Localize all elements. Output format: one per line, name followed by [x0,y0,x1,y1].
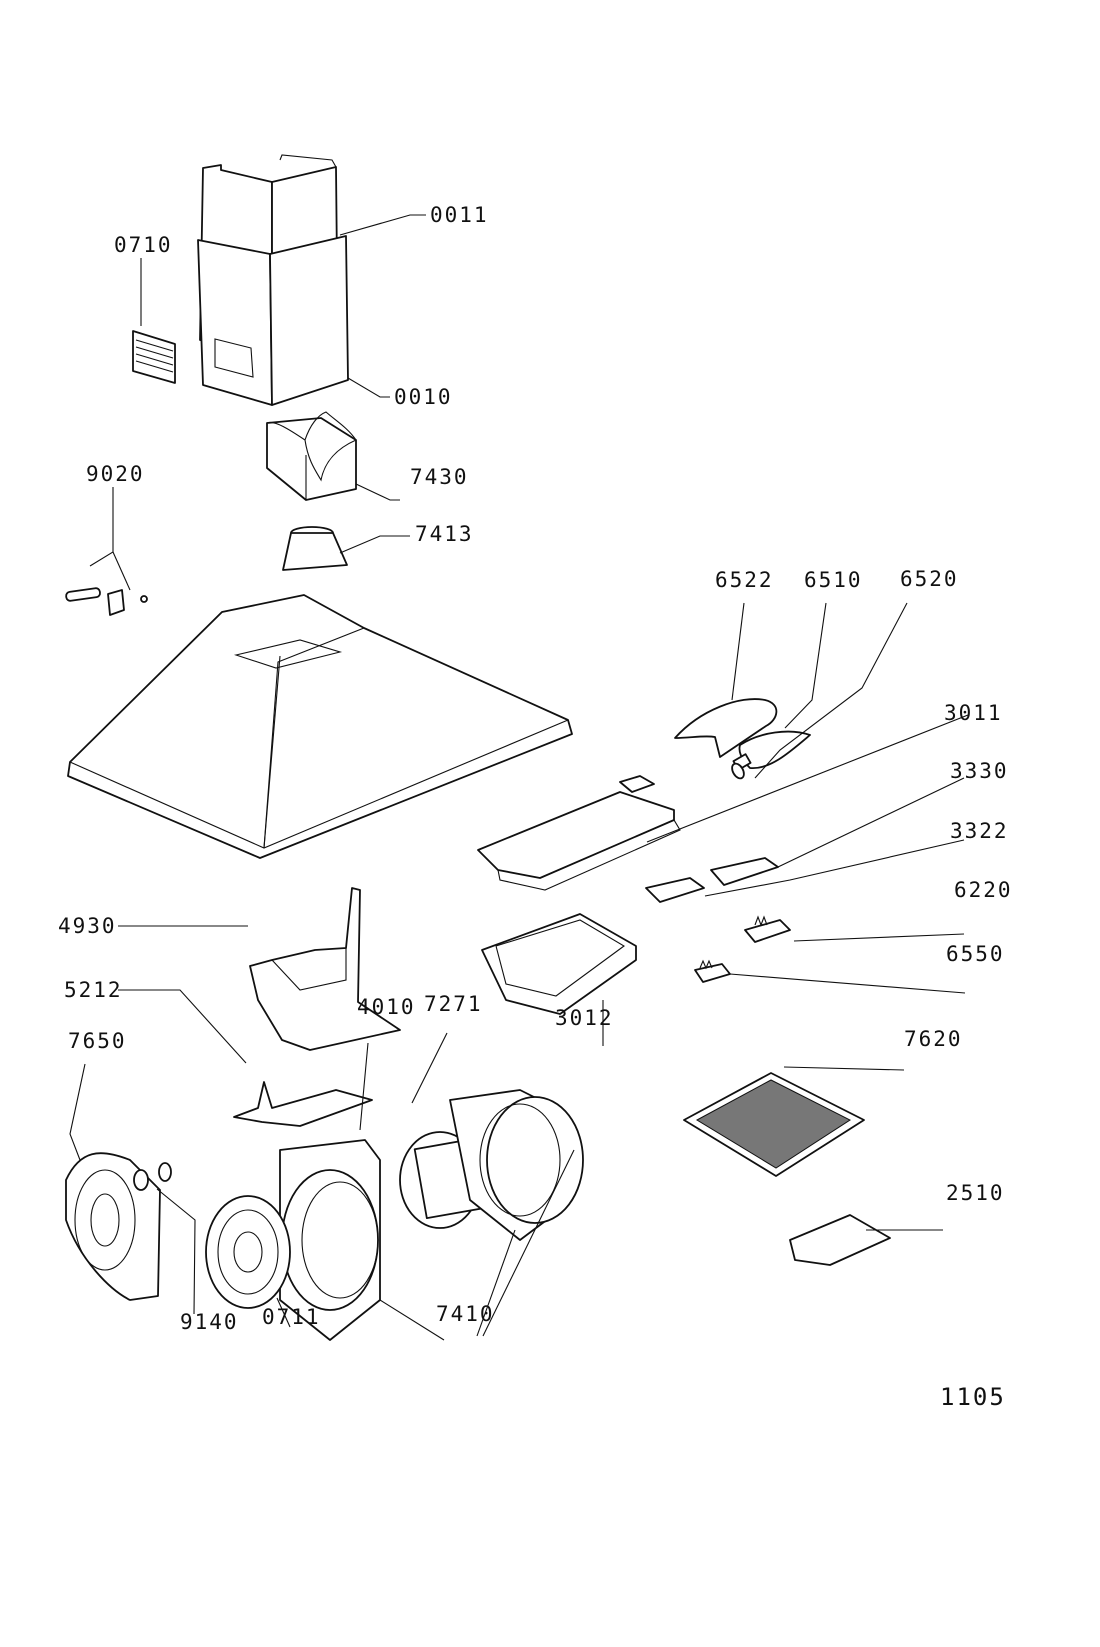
label-7430: 7430 [410,465,469,489]
label-3322: 3322 [950,819,1009,843]
part-labels: 0011 0710 0010 7430 9020 7413 6522 6510 … [58,203,1013,1411]
part-caps [133,1162,172,1191]
label-7413: 7413 [415,522,474,546]
label-4010: 4010 [357,995,416,1019]
label-6510: 6510 [804,568,863,592]
part-inlet-grille [205,1195,291,1309]
leader-lines [69,214,969,1341]
part-chimney [197,154,349,406]
label-5212: 5212 [64,978,123,1002]
label-0711: 0711 [262,1305,321,1329]
part-switch-cover [710,857,779,886]
label-7620: 7620 [904,1027,963,1051]
label-6520: 6520 [900,567,959,591]
label-9020: 9020 [86,462,145,486]
label-3330: 3330 [950,759,1009,783]
part-filter-handle [789,1214,891,1266]
part-switch [744,915,791,943]
label-0710: 0710 [114,233,173,257]
label-6550: 6550 [946,942,1005,966]
part-control-panel-upper [477,775,681,891]
part-blower-housing [279,1089,584,1341]
label-7271: 7271 [424,992,483,1016]
label-6220: 6220 [954,878,1013,902]
page-number: 1105 [940,1383,1006,1411]
part-duct-adapter [266,411,357,501]
label-3012: 3012 [555,1006,614,1030]
part-button-cover [645,877,705,903]
part-lamp-cover [674,698,778,758]
label-7650: 7650 [68,1029,127,1053]
part-fixing-kit [65,587,148,616]
part-support-plate [233,1081,373,1127]
label-9140: 9140 [180,1310,239,1334]
part-light-switch [694,959,731,983]
label-0010: 0010 [394,385,453,409]
part-grease-filter [683,1072,865,1177]
label-0011: 0011 [430,203,489,227]
part-outlet-collar [282,526,348,571]
part-motor-bracket [249,887,401,1051]
label-6522: 6522 [715,568,774,592]
part-control-panel-lower [481,913,637,1015]
part-hood-body [67,594,573,859]
label-7410: 7410 [436,1302,495,1326]
part-vent-grille [132,330,176,384]
label-2510: 2510 [946,1181,1005,1205]
label-4930: 4930 [58,914,117,938]
label-3011: 3011 [944,701,1003,725]
part-carbon-filter [65,1152,161,1301]
